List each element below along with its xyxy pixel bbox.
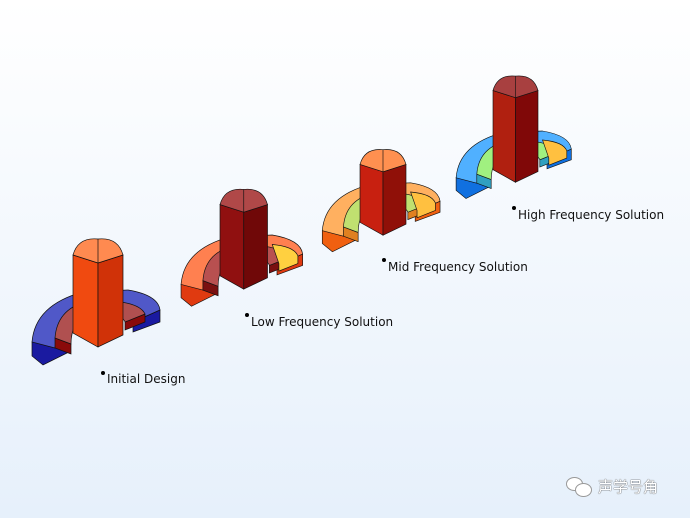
label-marker-dot [512, 206, 516, 210]
model-low-frequency-solution [180, 188, 304, 307]
ring-tip [410, 191, 436, 219]
label-high-frequency-solution: High Frequency Solution [518, 208, 665, 222]
label-initial-design: Initial Design [107, 372, 186, 386]
pillar-right-face [243, 204, 268, 290]
pillar-right-face [515, 90, 539, 183]
model-initial-design [31, 238, 161, 366]
model-mid-frequency-solution [321, 149, 441, 253]
pillar-left-face [492, 90, 516, 183]
pillar-left-face [72, 254, 99, 348]
watermark: 声学号角 [566, 476, 658, 497]
label-mid-frequency-solution: Mid Frequency Solution [388, 260, 528, 274]
pillar-left-face [359, 163, 384, 236]
model-high-frequency-solution [455, 75, 572, 199]
label-low-frequency-solution: Low Frequency Solution [251, 315, 394, 329]
wechat-icon [566, 476, 592, 497]
ring-tip [271, 244, 299, 272]
pillar-left-face [219, 204, 245, 290]
label-marker-dot [101, 371, 105, 375]
watermark-text: 声学号角 [598, 478, 659, 496]
ring-tip [542, 139, 568, 166]
label-marker-dot [382, 258, 386, 262]
pillar-right-face [97, 254, 124, 348]
pillar-right-face [382, 163, 407, 236]
label-marker-dot [245, 313, 249, 317]
